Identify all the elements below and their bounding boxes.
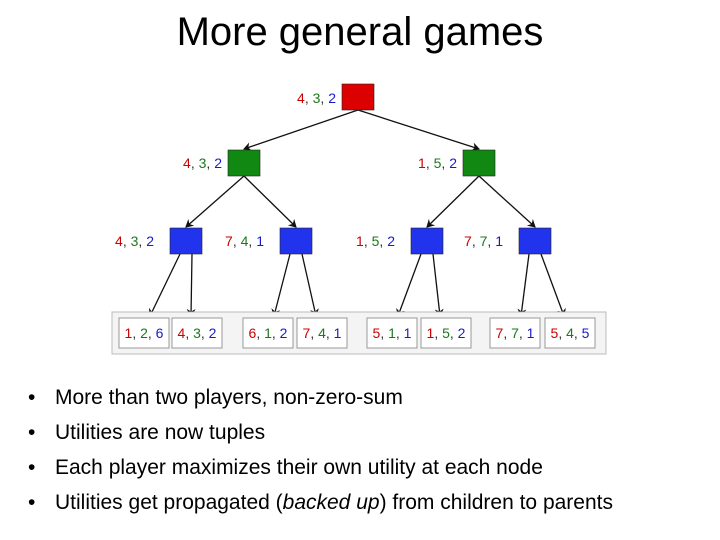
level2-utility-label: 7, 4, 1 [225,233,264,249]
bullet-item: • Each player maximizes their own utility… [28,453,613,488]
leaf-node [296,317,348,349]
tree-edge [426,175,480,228]
level2-utility-label: 4, 3, 2 [115,233,154,249]
bullet-item: • Utilities are now tuples [28,418,613,453]
bullet-item: • More than two players, non-zero-sum [28,383,613,418]
level2-node [169,227,203,255]
tree-edge [271,253,291,317]
slide-title: More general games [176,10,544,54]
leaf-node [489,317,541,349]
bullet-marker: • [28,491,36,514]
bullet-text: Each player maximizes their own utility … [55,456,543,479]
tree-edge [243,109,359,151]
tree-edge [301,253,319,317]
tree-edge [186,253,196,317]
leaf-utility-label: 1, 5, 2 [427,325,466,341]
tree-labels: 1, 2, 6 4, 3, 2 6, 1, 2 7, 4, 1 5, 1, 1 1, 5,… [115,90,590,341]
level2-node [410,227,444,255]
tree-edge [396,253,422,317]
tree-edge [478,175,536,228]
tree-nodes [111,83,607,355]
bullet-marker: • [28,386,36,409]
level1-node [227,149,261,177]
leaf-node [544,317,596,349]
leaf-utility-label: 1, 2, 6 [125,325,164,341]
level2-utility-label: 1, 5, 2 [356,233,395,249]
tree-edge [540,253,566,317]
root-node [341,83,375,111]
tree-edge [432,253,444,317]
leaf-node [171,317,223,349]
leaf-utility-label: 7, 7, 1 [496,325,535,341]
leaf-utility-label: 4, 3, 2 [178,325,217,341]
level1-utility-label: 4, 3, 2 [183,155,222,171]
leaf-node [118,317,170,349]
leaf-utility-label: 7, 4, 1 [303,325,342,341]
bullet-marker: • [28,456,36,479]
bullet-text-post: ) from children to parents [379,491,613,514]
leaf-utility-label: 5, 1, 1 [373,325,412,341]
leaf-utility-label: 5, 4, 5 [551,325,590,341]
level1-utility-label: 1, 5, 2 [418,155,457,171]
bullet-text: More than two players, non-zero-sum [55,386,403,409]
bullet-list: • More than two players, non-zero-sum • Ut… [28,383,613,523]
level2-node [279,227,313,255]
tree-edge [185,175,245,228]
bullet-text: Utilities are now tuples [55,421,266,444]
bullet-text-emphasis: backed up [282,491,380,514]
level2-node [518,227,552,255]
tree-edges [148,109,566,317]
tree-edge [517,253,530,317]
level2-utility-label: 7, 7, 1 [464,233,503,249]
bullet-item: • Utilities get propagated (backed up) fr… [28,488,613,523]
tree-edge [148,253,181,317]
bullet-marker: • [28,421,36,444]
leaf-utility-label: 6, 1, 2 [249,325,288,341]
tree-edge [357,109,480,152]
root-utility-label: 4, 3, 2 [297,90,336,106]
leaf-node [366,317,418,349]
tree-edge [243,175,297,228]
bullet-text-pre: Utilities get propagated ( [55,491,283,514]
leaf-node [242,317,294,349]
level1-node [462,149,496,177]
leaf-node [420,317,472,349]
